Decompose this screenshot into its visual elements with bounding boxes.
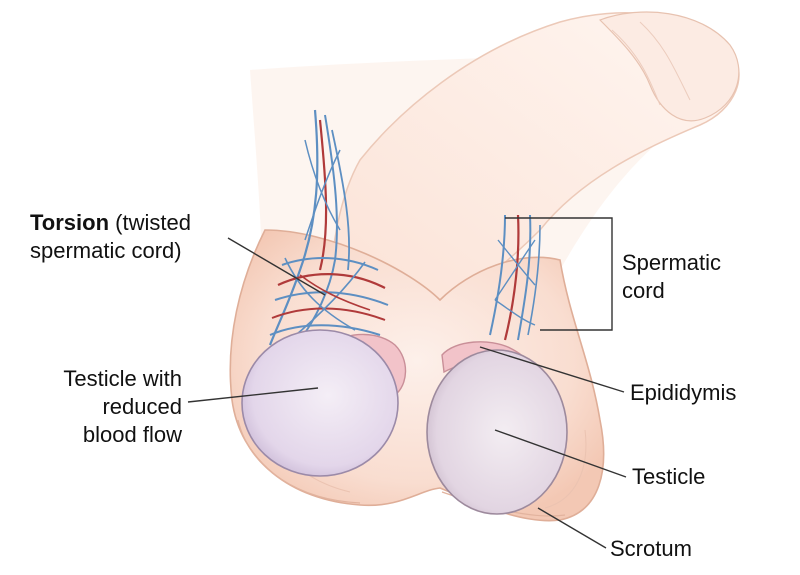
- label-epididymis: Epididymis: [630, 380, 737, 405]
- leader-epididymis: [479, 346, 625, 393]
- label-spermatic-line2: cord: [622, 278, 665, 303]
- leader-testicle: [494, 429, 627, 478]
- label-spermatic-line1: Spermatic: [622, 250, 722, 275]
- label-torsion-line2: spermatic cord): [30, 238, 182, 263]
- label-testicle-reduced-line2: reduced: [102, 394, 182, 419]
- leader-torsion: [227, 237, 326, 296]
- label-scrotum: Scrotum: [610, 536, 692, 561]
- leader-testicle-reduced: [187, 387, 319, 403]
- label-torsion-rest: (twisted: [115, 210, 191, 235]
- right-testicle: [426, 349, 568, 515]
- label-torsion: Torsion (twisted: [30, 210, 191, 236]
- twisted-cord: [268, 109, 389, 346]
- label-testicle: Testicle: [632, 464, 706, 489]
- label-torsion-bold: Torsion: [30, 210, 110, 235]
- left-testicle: [241, 329, 399, 477]
- right-cord: [489, 214, 541, 341]
- label-testicle-reduced-line1: Testicle with: [63, 366, 182, 391]
- glans: [598, 11, 740, 122]
- cord-bracket: [505, 217, 613, 331]
- leader-scrotum: [537, 507, 607, 549]
- label-testicle-reduced-line3: blood flow: [82, 422, 182, 447]
